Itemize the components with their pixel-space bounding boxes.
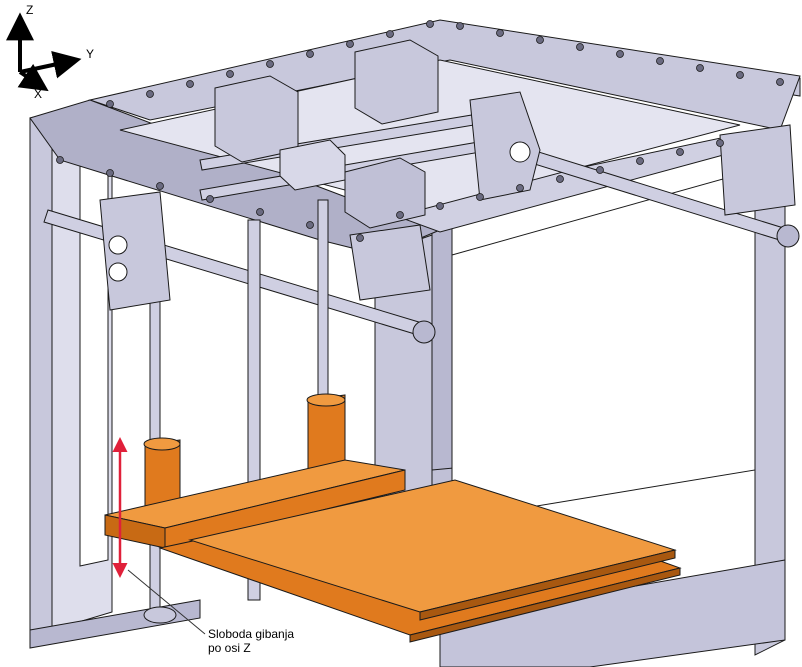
x-axis-arrow [17,63,49,92]
z-bed-assembly [104,393,682,643]
rear-bracket [469,91,541,201]
bolt [496,29,504,37]
carriage-block [279,139,346,191]
bolt [156,182,164,190]
bolt [306,221,314,229]
right-front-frame [374,159,786,667]
z-motion-annotation: Sloboda gibanja po osi Z [208,627,295,656]
extruder-motor [344,157,426,229]
bolt [106,100,114,108]
y-bracket-right [349,224,431,301]
axis-label-x: X [34,87,43,101]
bolt [356,234,364,242]
y-axis-arrow [19,51,82,79]
bolt [596,166,604,174]
stepper-motor-right [354,39,439,125]
rod-end-nut-right [776,224,800,248]
bolt [456,22,464,30]
annotation-leader-line [127,569,206,635]
coordinate-system [5,12,82,92]
bolt [636,157,644,165]
front-opening [451,169,756,521]
bolt [306,50,314,58]
bolt [556,175,564,183]
rod-end-nut-front [412,320,436,344]
bolt [616,50,624,58]
axis-label-y: Y [86,47,95,61]
bolt [346,40,354,48]
bearing-left [108,235,128,255]
z-carriage-side [164,469,406,549]
y-bracket-left [99,191,171,311]
print-bed-lower-edge [409,567,681,643]
bolt [386,30,394,38]
bottom-collar [143,606,177,624]
z-rod-right [317,199,329,411]
bolt [396,211,404,219]
bolt [776,78,784,86]
bolt [256,208,264,216]
frame-bolts [56,20,784,242]
z-motion-indicator [112,437,206,635]
bearing-left-2 [108,262,128,282]
bolt [576,43,584,51]
bolt [186,80,194,88]
bolt [266,60,274,68]
bolt [106,169,114,177]
axis-label-z: Z [26,3,34,17]
bolt [436,202,444,210]
right-bracket [719,124,796,216]
bolt [536,36,544,44]
bolt [516,184,524,192]
bolt [676,148,684,156]
bolt [56,156,64,164]
motors [99,39,800,344]
z-bearing-left-top [143,437,181,451]
bolt [476,193,484,201]
bolt [736,71,744,79]
bearing-rear [509,141,531,163]
annotation-line-1: Sloboda gibanja [208,627,295,641]
bolt [656,57,664,65]
annotation-line-2: po osi Z [208,640,251,655]
bolt [226,70,234,78]
z-bearing-right-top [306,393,346,407]
print-bed-upper-edge [419,549,676,621]
bolt [146,90,154,98]
bolt [426,20,434,28]
bolt [206,195,214,203]
bolt [716,139,724,147]
front-bottom-rail [439,559,786,667]
bolt [696,64,704,72]
back-left-post [431,221,453,479]
